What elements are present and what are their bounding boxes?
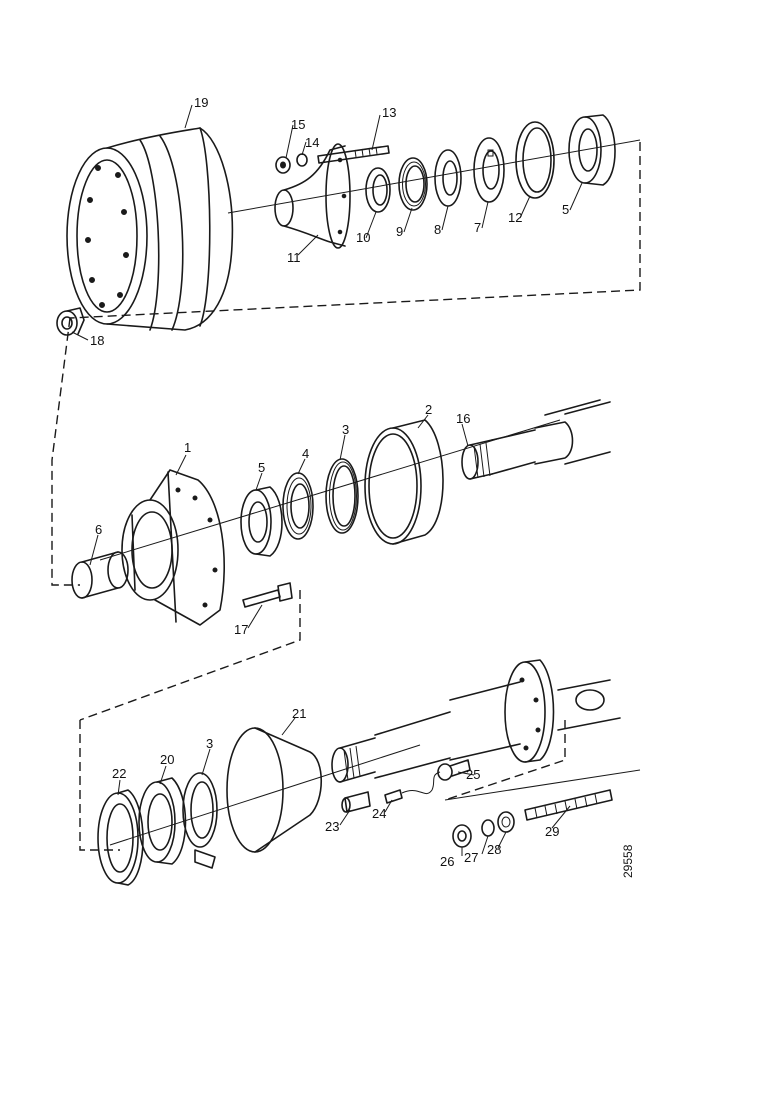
callout-27: 27 <box>464 850 478 865</box>
callout-7: 7 <box>474 220 481 235</box>
axle-shaft-16 <box>461 399 611 480</box>
ring-3-bottom <box>182 772 218 848</box>
callout-14: 14 <box>305 135 319 150</box>
spacer-ring-10 <box>365 167 391 213</box>
callout-20: 20 <box>160 752 174 767</box>
callout-3-middle: 3 <box>342 422 349 437</box>
washer-27 <box>481 819 495 837</box>
top-assembly <box>56 114 641 336</box>
callout-1: 1 <box>184 440 191 455</box>
callout-26: 26 <box>440 854 454 869</box>
adapter-flange-11 <box>274 143 351 249</box>
ring-28 <box>497 811 515 833</box>
bearing-5-middle <box>240 486 283 557</box>
callout-10: 10 <box>356 230 370 245</box>
callout-12: 12 <box>508 210 522 225</box>
wheel-hub-1 <box>121 469 225 626</box>
callout-9: 9 <box>396 224 403 239</box>
callout-2: 2 <box>425 402 432 417</box>
wheel-nut-18 <box>56 307 85 336</box>
nut-26 <box>452 824 472 848</box>
seal-4 <box>282 472 314 540</box>
callout-11: 11 <box>287 250 301 265</box>
callout-6: 6 <box>95 522 102 537</box>
callout-22: 22 <box>112 766 126 781</box>
ring-3-middle <box>325 458 359 534</box>
bearing-9 <box>398 157 428 211</box>
stud-bolt-13 <box>317 145 390 164</box>
callout-5-top: 5 <box>562 202 569 217</box>
callout-13: 13 <box>382 105 396 120</box>
washer-14 <box>296 153 308 167</box>
callout-28: 28 <box>487 842 501 857</box>
callout-18: 18 <box>90 333 104 348</box>
document-number: 29558 <box>621 844 635 878</box>
bearing-5-top <box>568 114 616 186</box>
callout-16: 16 <box>456 411 470 426</box>
ring-22 <box>97 789 144 886</box>
callout-3-bottom: 3 <box>206 736 213 751</box>
callout-25: 25 <box>466 767 480 782</box>
callout-4: 4 <box>302 446 309 461</box>
brake-drum-19 <box>66 127 234 331</box>
retaining-ring-12 <box>515 121 555 199</box>
sleeve-6 <box>71 551 129 599</box>
callout-21: 21 <box>292 706 306 721</box>
callout-17: 17 <box>234 622 248 637</box>
callout-29: 29 <box>545 824 559 839</box>
cone-cover-21 <box>194 727 322 869</box>
callout-23: 23 <box>325 819 339 834</box>
bearing-20 <box>138 777 187 865</box>
lock-washer-7 <box>473 137 505 203</box>
bolt-17 <box>242 582 293 608</box>
callout-19: 19 <box>194 95 208 110</box>
fitting-23 <box>341 791 371 813</box>
axle-housing <box>331 659 621 783</box>
callout-8: 8 <box>434 222 441 237</box>
sensor-cable-24 <box>384 771 441 804</box>
callout-5-middle: 5 <box>258 460 265 475</box>
spring-29 <box>524 789 613 821</box>
callout-labels: 19 15 14 13 11 10 9 8 7 12 5 18 1 5 4 3 … <box>90 95 635 878</box>
callout-24: 24 <box>372 806 386 821</box>
nut-15 <box>275 156 291 174</box>
callout-15: 15 <box>291 117 305 132</box>
washer-8 <box>434 149 462 207</box>
dust-cover-2 <box>364 419 444 545</box>
middle-assembly <box>51 317 611 721</box>
callout-leaders <box>71 104 583 856</box>
